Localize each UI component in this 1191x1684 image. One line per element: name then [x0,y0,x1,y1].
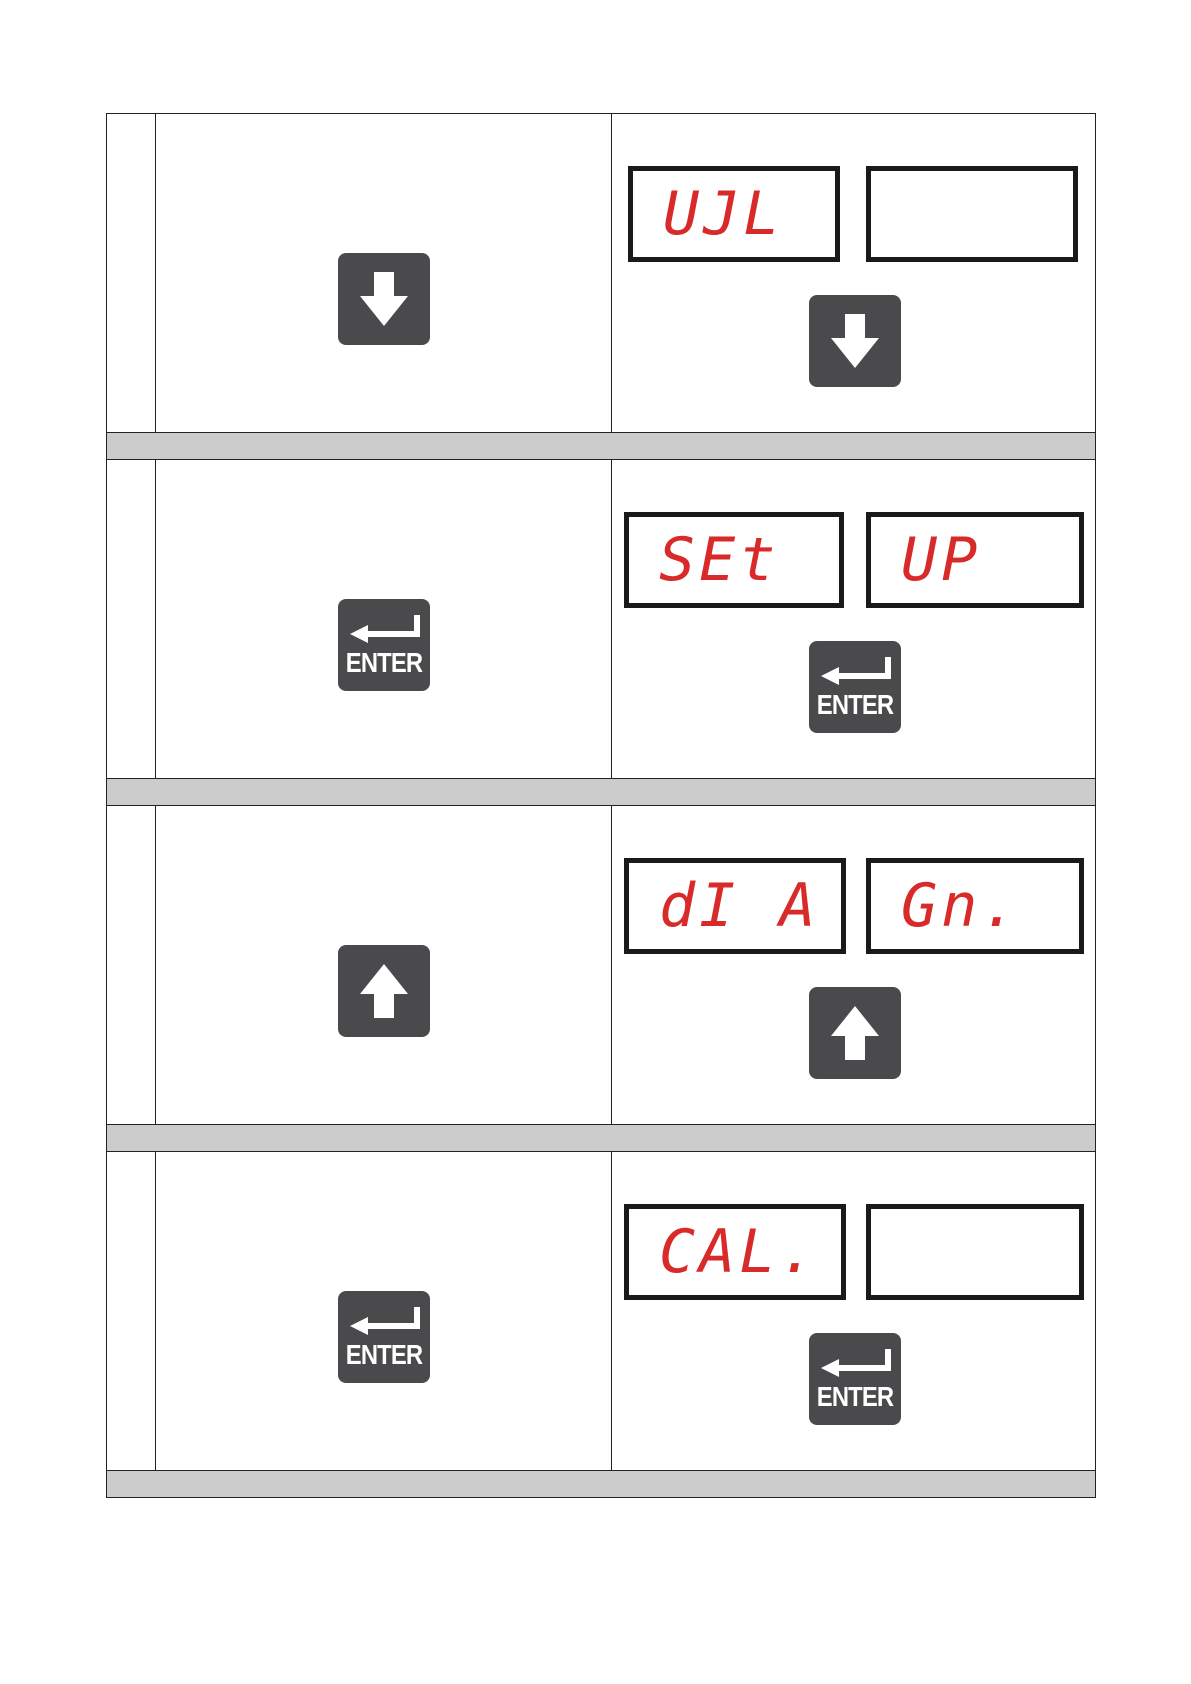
enter-key-label: ENTER [816,1381,894,1413]
separator-row [107,1471,1095,1498]
up-arrow-key [338,945,430,1037]
enter-key-label: ENTER [345,1339,423,1371]
display-right: UP [866,512,1084,608]
separator-row [107,1125,1095,1152]
enter-key: ENTER [809,641,901,733]
display-left-text: dI A [659,873,820,939]
enter-key: ENTER [338,599,430,691]
key-cell: ENTER [156,460,612,778]
up-arrow-key [809,987,901,1079]
step-row-3: dI A Gn. [107,806,1095,1125]
up-arrow-icon [354,956,414,1026]
key-cell [156,114,612,432]
procedure-table: UJL ENTER [106,113,1096,1498]
display-right-text: Gn. [901,873,1021,939]
step-row-1: UJL [107,114,1095,433]
step-number-cell [107,806,156,1124]
step-number-cell [107,1152,156,1470]
enter-key: ENTER [809,1333,901,1425]
down-arrow-icon [354,264,414,334]
display-left-text: SEt [659,527,779,593]
display-left: CAL. [624,1204,846,1300]
display-left-text: UJL [663,181,783,247]
step-number-cell [107,460,156,778]
enter-key: ENTER [338,1291,430,1383]
display-cell: UJL [612,114,1095,432]
display-left: UJL [628,166,840,262]
key-cell [156,806,612,1124]
key-cell: ENTER [156,1152,612,1470]
display-cell: SEt UP ENTER [612,460,1095,778]
separator-row [107,779,1095,806]
enter-key-label: ENTER [345,647,423,679]
step-row-2: ENTER SEt UP ENTER [107,460,1095,779]
display-left: SEt [624,512,844,608]
display-cell: CAL. ENTER [612,1152,1095,1470]
display-left-text: CAL. [659,1219,820,1285]
down-arrow-key [338,253,430,345]
display-left: dI A [624,858,846,954]
display-right [866,1204,1084,1300]
display-cell: dI A Gn. [612,806,1095,1124]
step-row-4: ENTER CAL. ENTER [107,1152,1095,1471]
separator-row [107,433,1095,460]
down-arrow-icon [825,306,885,376]
down-arrow-key [809,295,901,387]
display-right: Gn. [866,858,1084,954]
display-right [866,166,1078,262]
step-number-cell [107,114,156,432]
enter-key-label: ENTER [816,689,894,721]
up-arrow-icon [825,998,885,1068]
display-right-text: UP [901,527,981,593]
